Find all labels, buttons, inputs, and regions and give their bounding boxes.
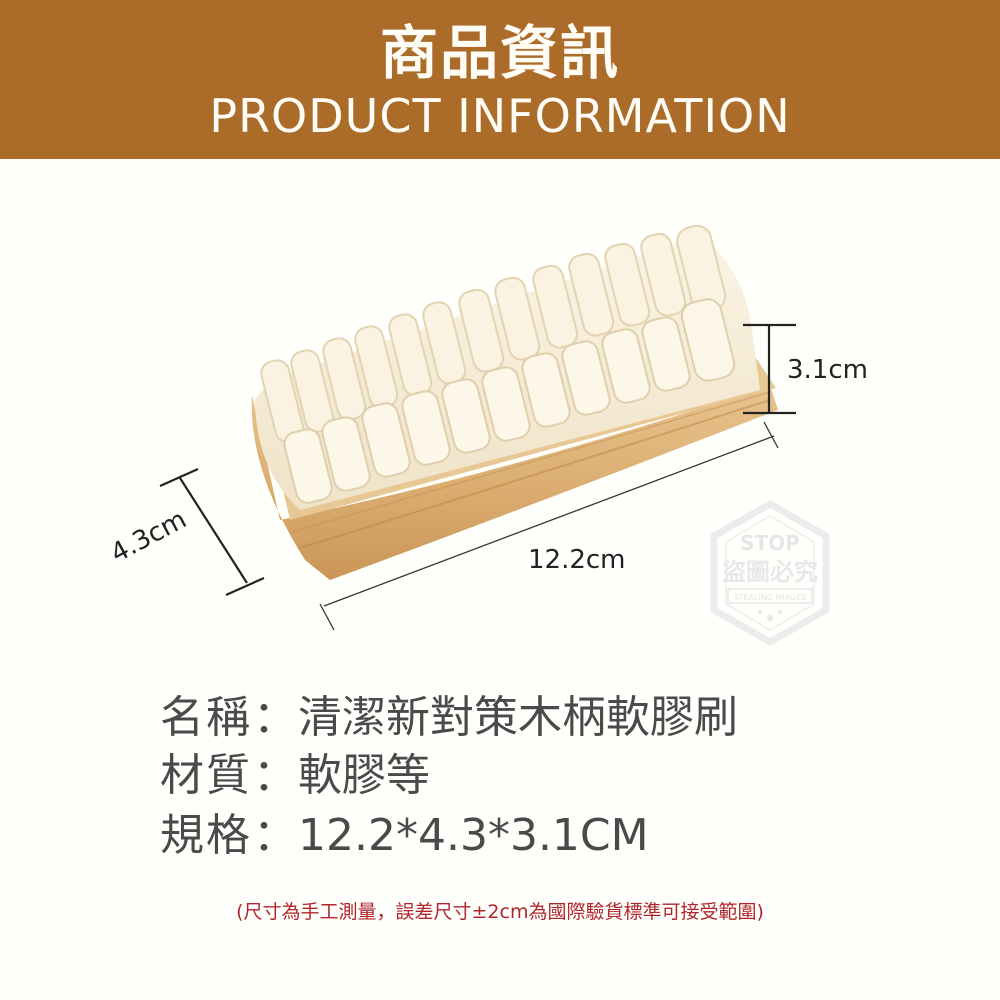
svg-text:盜圖必究: 盜圖必究 (722, 558, 818, 586)
spec-row-material: 材質：軟膠等 (160, 746, 430, 806)
spec-row-name: 名稱：清潔新對策木柄軟膠刷 (160, 688, 738, 748)
length-dimension-line (319, 421, 779, 631)
length-dimension-label: 12.2cm (528, 545, 626, 575)
product-brush-image (159, 224, 796, 631)
spec-row-size: 規格：12.2*4.3*3.1CM (160, 806, 649, 866)
measurement-disclaimer: (尺寸為手工測量，誤差尺寸±2cm為國際驗貨標準可接受範圍) (236, 901, 764, 923)
spec-separator: ： (253, 692, 297, 743)
stop-stealing-watermark: STOP 盜圖必究 STEALING IMAGES (710, 500, 830, 646)
header-title-en: PRODUCT INFORMATION (209, 89, 791, 143)
width-dimension-line (159, 467, 265, 597)
header-title-zh: 商品資訊 (379, 19, 620, 87)
height-dimension-line (743, 323, 796, 415)
spec-value: 軟膠等 (298, 750, 430, 801)
spec-separator: ： (253, 750, 297, 801)
svg-text:STOP: STOP (740, 531, 800, 555)
product-image-area: 3.1cm 4.3cm 12.2cm (0, 159, 1000, 679)
spec-value: 清潔新對策木柄軟膠刷 (298, 692, 738, 743)
spec-value: 12.2*4.3*3.1CM (298, 810, 649, 861)
svg-text:STEALING IMAGES: STEALING IMAGES (734, 593, 807, 602)
spec-separator: ： (253, 810, 297, 861)
spec-label: 材質 (160, 750, 252, 801)
spec-label: 規格 (160, 810, 252, 861)
height-dimension-label: 3.1cm (787, 355, 868, 385)
spec-label: 名稱 (160, 692, 252, 743)
header-banner: 商品資訊 PRODUCT INFORMATION (0, 0, 1000, 159)
